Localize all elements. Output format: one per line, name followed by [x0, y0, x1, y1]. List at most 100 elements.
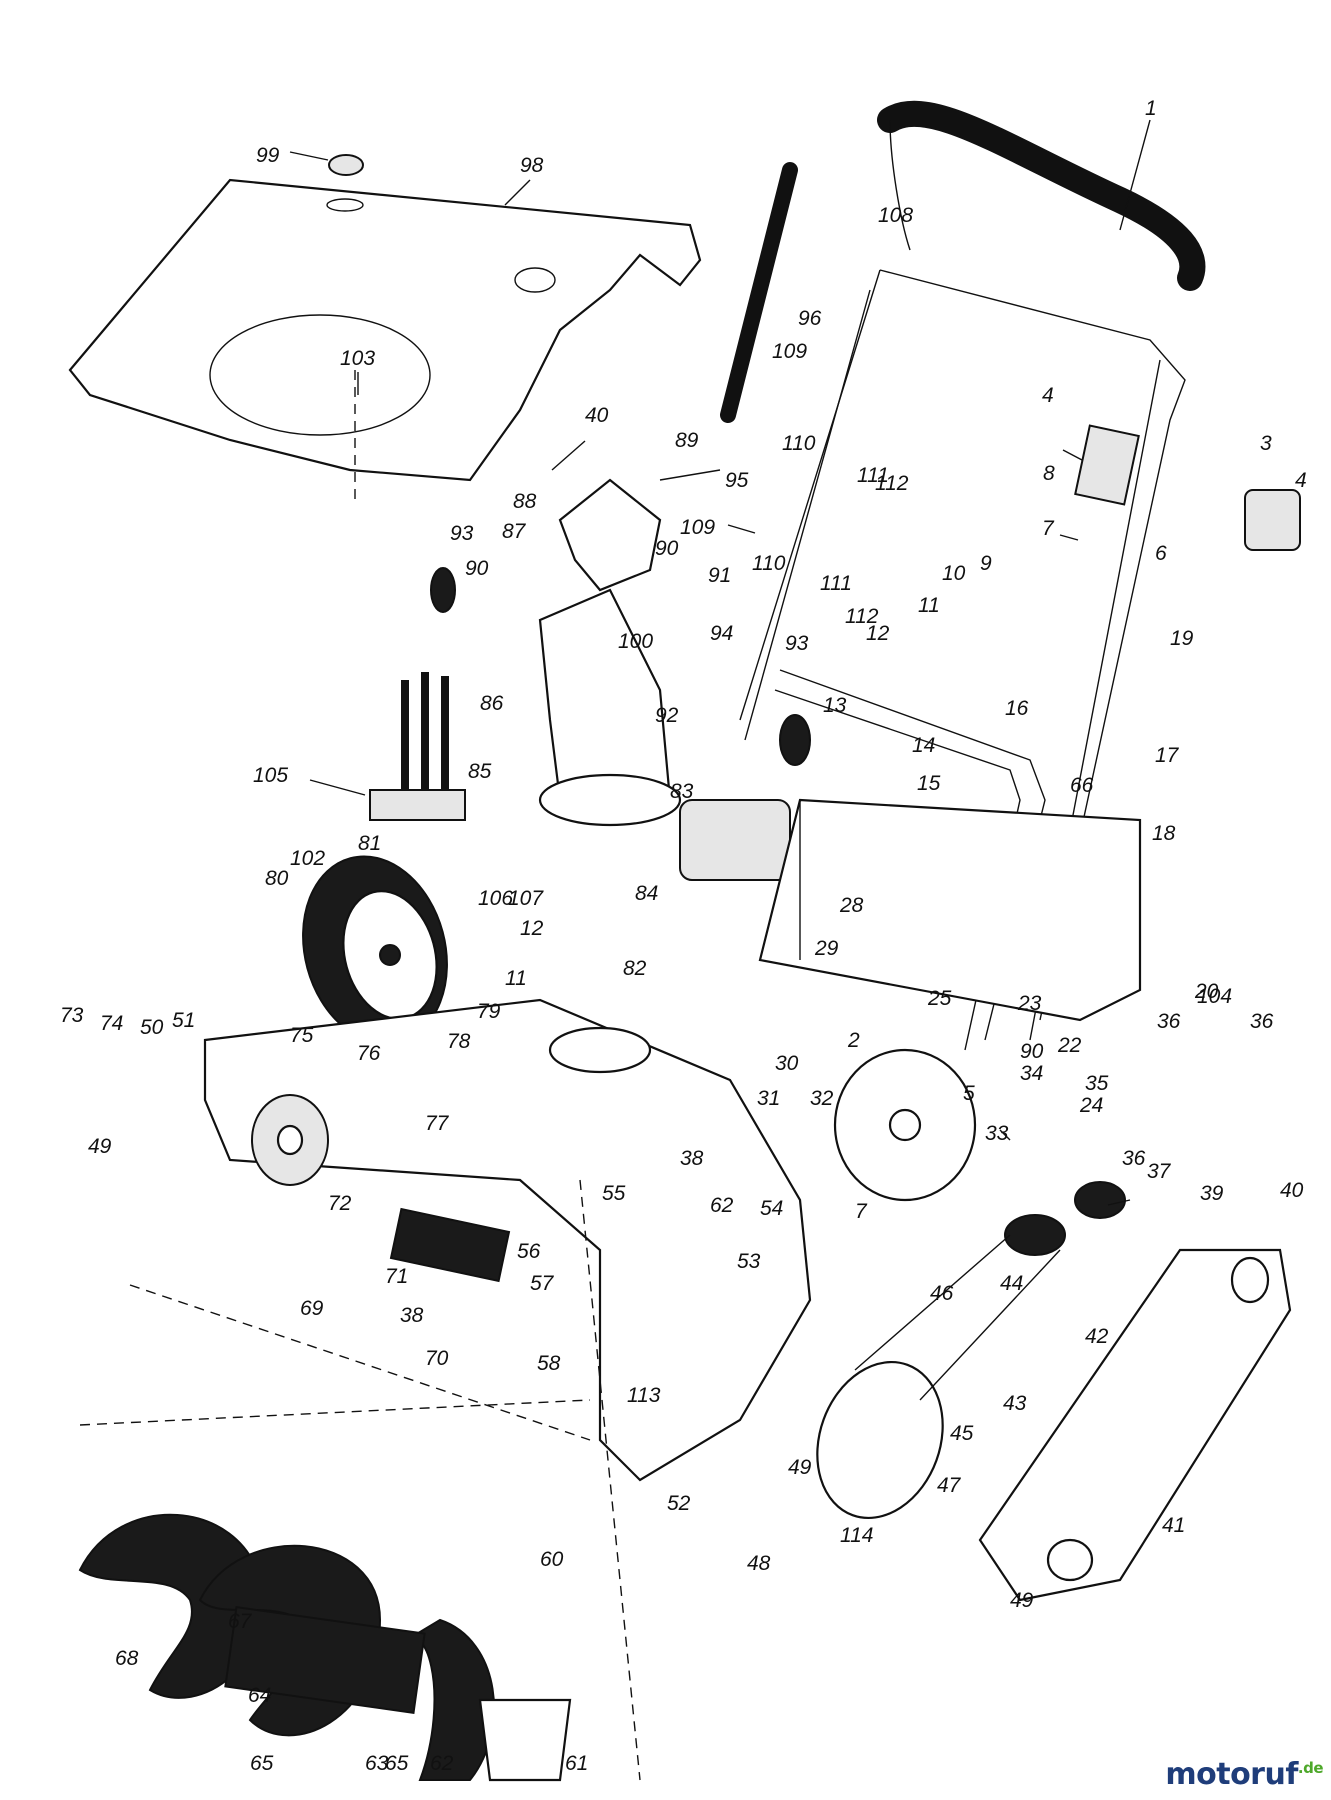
- part-label: 4: [1295, 469, 1307, 492]
- part-label: 114: [840, 1524, 873, 1547]
- part-label: 13: [823, 694, 847, 717]
- part-label: 18: [1152, 822, 1176, 845]
- part-label: 33: [985, 1122, 1009, 1145]
- part-label: 70: [425, 1347, 449, 1370]
- part-label: 1: [1145, 97, 1157, 120]
- part-label: 57: [530, 1272, 555, 1295]
- part-label: 49: [1010, 1589, 1034, 1612]
- part-label: 32: [810, 1087, 834, 1110]
- part-label: 77: [425, 1112, 450, 1135]
- part-label: 10: [942, 562, 966, 585]
- belt-guard: [978, 1248, 1292, 1602]
- part-label: 47: [937, 1474, 962, 1497]
- idler-pulley: [1074, 1181, 1126, 1219]
- part-label: 95: [725, 469, 749, 492]
- shift-rod: [720, 162, 798, 423]
- part-label: 7: [855, 1200, 868, 1223]
- part-label: 44: [1000, 1272, 1023, 1295]
- auger-housing: [203, 998, 812, 1482]
- part-label: 12: [866, 622, 890, 645]
- top-cover: [68, 178, 702, 482]
- part-label: 112: [875, 472, 909, 495]
- part-label: 63: [365, 1752, 389, 1775]
- chute-deflector: [558, 478, 662, 592]
- part-label: 110: [782, 432, 816, 455]
- part-label: 51: [172, 1009, 195, 1032]
- auger-flight-left: [78, 1513, 265, 1699]
- motoruf-watermark-logo: motoruf.de: [1165, 1757, 1323, 1792]
- auger-shaft: [224, 1606, 426, 1714]
- part-label: 54: [760, 1197, 783, 1220]
- part-label: 71: [385, 1265, 408, 1288]
- part-label: 58: [537, 1352, 561, 1375]
- cleanout-tool: [369, 789, 466, 821]
- part-label: 25: [927, 987, 952, 1010]
- part-label: 23: [1017, 992, 1042, 1015]
- part-label: 98: [520, 154, 544, 177]
- engine-pulley: [1004, 1214, 1066, 1256]
- scraper-bar: [389, 1207, 511, 1283]
- part-label: 90: [655, 537, 679, 560]
- part-label: 93: [450, 522, 474, 545]
- part-label: 8: [1043, 462, 1055, 485]
- control-box: [1074, 424, 1140, 506]
- part-label: 75: [290, 1024, 314, 1047]
- part-label: 90: [1020, 1040, 1044, 1063]
- part-label: 14: [912, 734, 935, 757]
- part-label: 38: [400, 1304, 424, 1327]
- part-label: 64: [248, 1684, 271, 1707]
- part-label: 5: [963, 1082, 975, 1105]
- part-label: 81: [358, 832, 381, 855]
- part-label: 73: [60, 1004, 84, 1027]
- part-label: 28: [839, 894, 864, 917]
- leader-lines: [289, 119, 1151, 1206]
- part-label: 65: [385, 1752, 409, 1775]
- part-label: 48: [747, 1552, 771, 1575]
- part-label: 24: [1079, 1094, 1103, 1117]
- watermark-tld: .de: [1297, 1759, 1324, 1777]
- part-label: 93: [785, 632, 809, 655]
- part-label: 55: [602, 1182, 626, 1205]
- part-label: 83: [670, 780, 694, 803]
- part-label: 29: [814, 937, 839, 960]
- part-label: 79: [477, 1000, 501, 1023]
- part-label: 62: [710, 1194, 734, 1217]
- handle-grip: [877, 100, 1206, 291]
- part-label: 66: [1070, 774, 1094, 797]
- part-label: 19: [1170, 627, 1194, 650]
- part-label: 94: [710, 622, 733, 645]
- part-label: 90: [465, 557, 489, 580]
- part-label: 37: [1147, 1160, 1172, 1183]
- part-label: 92: [655, 704, 679, 727]
- part-label: 17: [1155, 744, 1180, 767]
- part-label: 53: [737, 1250, 761, 1273]
- part-label: 3: [1260, 432, 1272, 455]
- part-label: 2: [847, 1029, 860, 1052]
- part-label: 85: [468, 760, 492, 783]
- part-label: 41: [1162, 1514, 1185, 1537]
- part-label: 91: [708, 564, 731, 587]
- part-label: 20: [1194, 980, 1219, 1003]
- part-label: 109: [772, 340, 807, 363]
- discharge-chute: [538, 588, 672, 802]
- part-label: 36: [1157, 1010, 1181, 1033]
- part-label: 38: [680, 1147, 704, 1170]
- part-label: 36: [1122, 1147, 1146, 1170]
- part-label: 62: [430, 1752, 454, 1775]
- part-label: 68: [115, 1647, 139, 1670]
- part-label: 89: [675, 429, 699, 452]
- part-label: 96: [798, 307, 822, 330]
- part-label: 82: [623, 957, 647, 980]
- part-label: 45: [950, 1422, 974, 1445]
- part-label: 4: [1042, 384, 1054, 407]
- part-label: 100: [618, 630, 653, 653]
- part-label: 60: [540, 1548, 564, 1571]
- upper-handle: [739, 269, 1186, 1021]
- part-label: 50: [140, 1016, 164, 1039]
- part-label: 36: [1250, 1010, 1274, 1033]
- drive-belt: [854, 1234, 1061, 1401]
- part-label: 74: [100, 1012, 123, 1035]
- part-label: 72: [328, 1192, 352, 1215]
- watermark-brand: motoruf: [1165, 1757, 1298, 1792]
- part-label: 42: [1085, 1325, 1109, 1348]
